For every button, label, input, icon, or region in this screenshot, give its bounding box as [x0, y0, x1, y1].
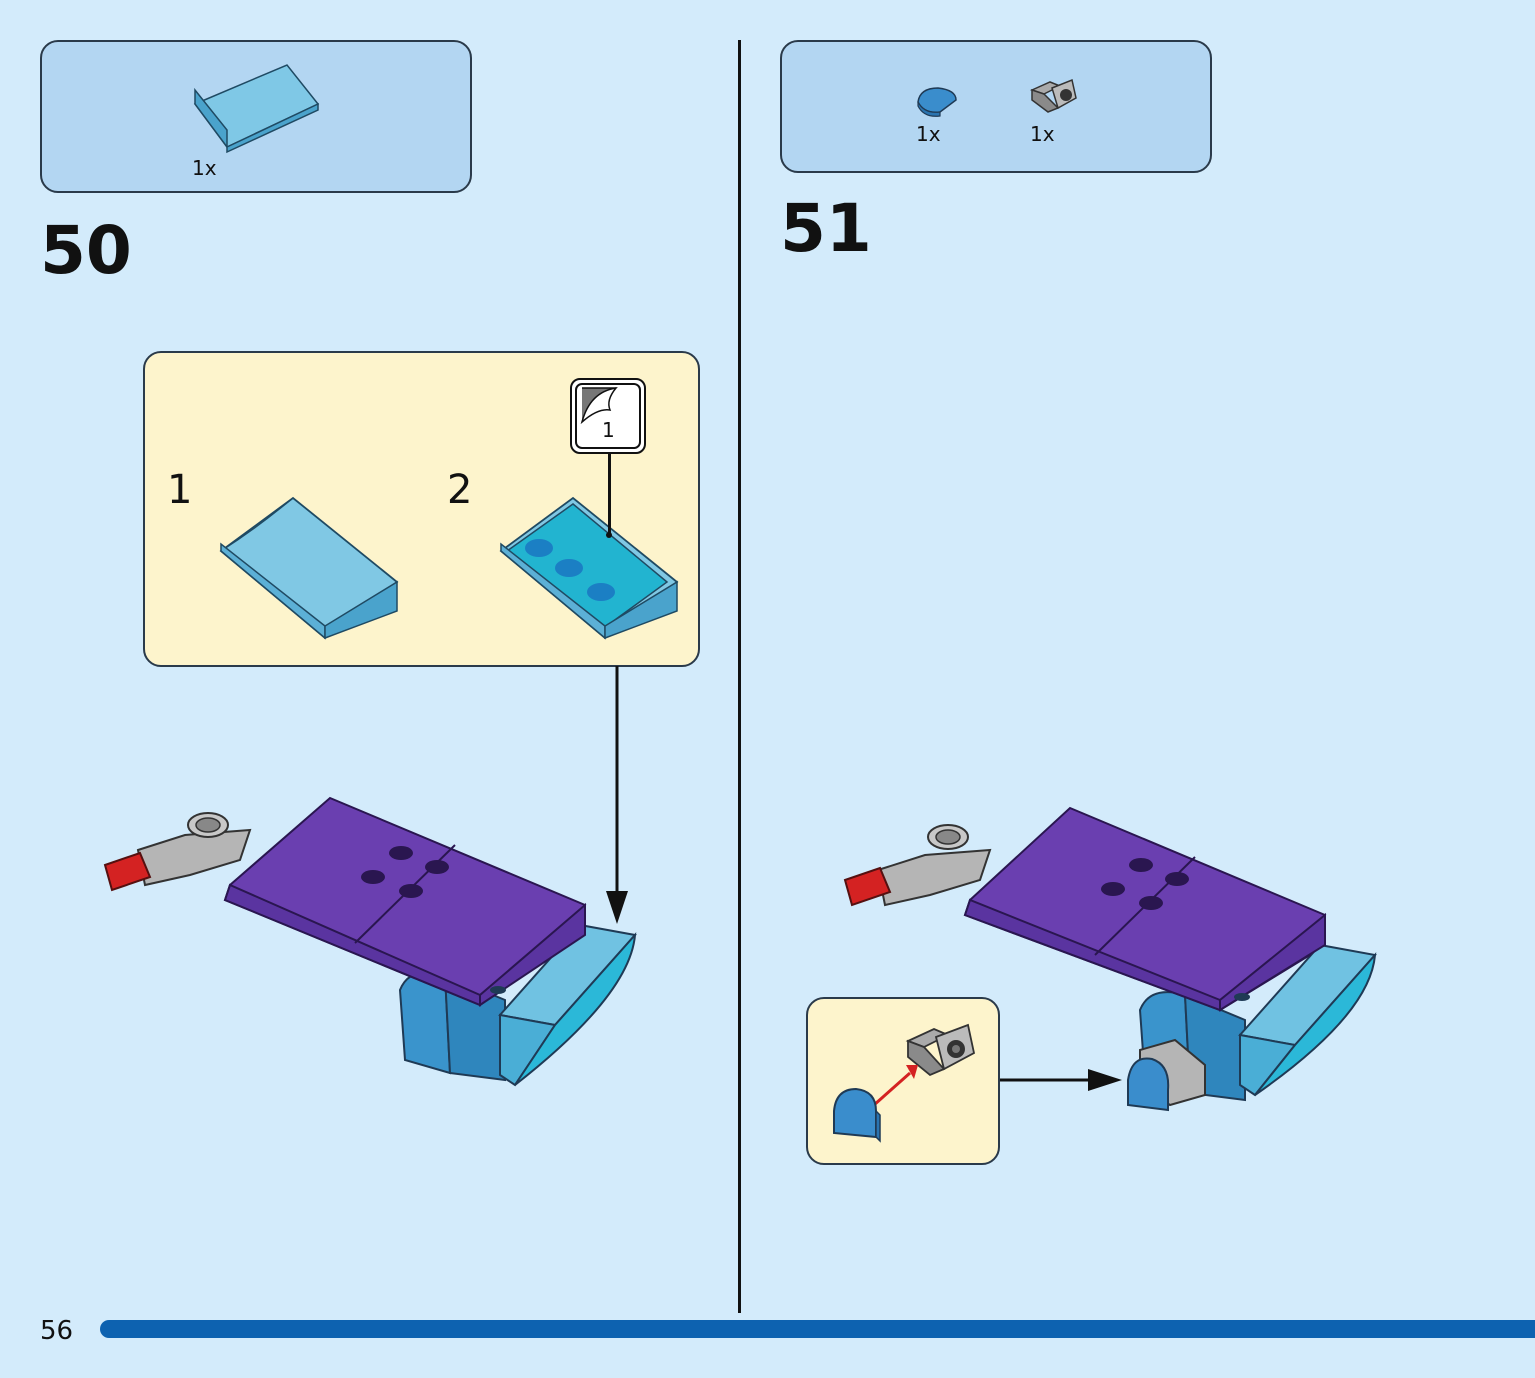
sub-assembly-callout — [806, 997, 1000, 1165]
gray-bracket-with-hole-icon — [1029, 78, 1077, 113]
sticker-pointer-line — [608, 453, 611, 535]
sticker-indicator: 1 — [570, 378, 646, 454]
progress-bar — [100, 1320, 1535, 1338]
part-quantity: 1x — [1030, 122, 1055, 146]
placement-arrow — [606, 666, 628, 924]
step-number-51: 51 — [780, 190, 872, 267]
page-number: 56 — [40, 1316, 74, 1346]
sub-step-number-2: 2 — [447, 467, 473, 513]
step-number-50: 50 — [40, 212, 132, 289]
column-divider — [738, 40, 741, 1313]
parts-list-step-50: 1x — [40, 40, 472, 193]
placement-arrow — [1000, 1069, 1122, 1091]
model-assembly-step-51 — [843, 806, 1377, 1112]
light-blue-curved-slope-icon — [219, 496, 399, 640]
part-quantity: 1x — [916, 122, 941, 146]
sub-assembly-callout: 1 2 1 — [143, 351, 700, 667]
sub-step-number-1: 1 — [167, 467, 193, 513]
sticker-number: 1 — [602, 418, 615, 442]
sticker-icon — [580, 386, 618, 425]
blue-round-tile-icon — [917, 87, 957, 117]
model-assembly-step-50 — [103, 796, 637, 1087]
gray-bracket-with-hole-icon — [905, 1023, 976, 1077]
decorated-slope-with-sticker-icon — [499, 496, 679, 640]
light-blue-curved-slope-icon — [193, 64, 320, 154]
red-direction-arrow — [873, 1065, 918, 1107]
parts-list-step-51: 1x 1x — [780, 40, 1212, 173]
blue-round-tile-icon — [833, 1087, 881, 1143]
part-quantity: 1x — [192, 156, 217, 180]
